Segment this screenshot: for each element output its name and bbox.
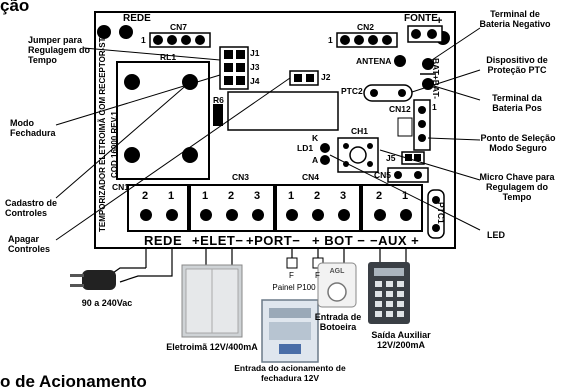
label-porteiro-f2: F <box>315 271 320 280</box>
label-r6: R6 <box>213 95 224 105</box>
label-ptc1: PTC1 <box>436 202 446 224</box>
mount-hole-tl1 <box>97 25 111 39</box>
callout-modo-seguro: Ponto de Seleção Modo Seguro <box>480 133 556 154</box>
pin-cn3-1: 1 <box>202 190 209 202</box>
label-cn4: CN4 <box>302 172 320 182</box>
label-a: A <box>312 155 319 165</box>
callout-bat-pos: Terminal da Bateria Pos <box>492 93 542 114</box>
label-porteiro-f1: F <box>289 271 294 280</box>
bus-aux: −AUX + <box>370 233 420 248</box>
section-heading-top: ção <box>0 0 30 15</box>
callout-bat-neg: Terminal de Bateria Negativo <box>479 9 551 30</box>
pin-cn3-2: 2 <box>228 190 235 202</box>
label-cn2: CN2 <box>357 22 375 32</box>
label-ptc2: PTC2 <box>341 86 363 96</box>
label-cn12-pin: 1 <box>432 102 437 112</box>
label-j5: J5 <box>386 153 396 163</box>
label-eletroima: Eletroimã 12V/400mA <box>166 342 258 352</box>
bus-rede: REDE <box>144 233 183 248</box>
label-rl1: RL1 <box>160 52 177 62</box>
label-power: 90 a 240Vac <box>81 298 133 308</box>
label-cn2-pin: 1 <box>328 35 333 45</box>
board-model-line2: COD 16000 REV.1 <box>110 111 119 178</box>
label-ld1: LD1 <box>297 143 314 153</box>
pin-cn3-3: 3 <box>254 190 261 202</box>
label-cn3: CN3 <box>232 172 250 182</box>
bus-port: +PORT− <box>246 233 301 248</box>
label-agl: AGL <box>329 268 345 275</box>
pin-cn5-2: 2 <box>376 190 383 202</box>
callout-ptc: Dispositivo de Proteção PTC <box>486 55 548 76</box>
botoeira-icon <box>317 262 357 308</box>
label-antena: ANTENA <box>356 56 392 66</box>
label-cn7: CN7 <box>170 22 188 32</box>
label-entrada-fechadura: Entrada do acionamento de fechadura 12V <box>234 363 346 383</box>
painel-p100-icon <box>261 299 319 363</box>
label-fonte-plus: + <box>436 15 443 27</box>
label-j3: J3 <box>250 62 260 72</box>
pin-cn1-1: 1 <box>168 190 175 202</box>
mount-hole-tl2 <box>119 25 133 39</box>
label-cn1: CN1 <box>112 182 130 192</box>
label-rede-top: REDE <box>123 13 151 24</box>
label-bat: BAT+BAT- <box>431 58 441 100</box>
label-painel: Painel P100 <box>272 283 316 292</box>
board-model-line1: TEMPORIZADOR ELETROIMÃ COM RECEPTOR-ST <box>98 37 107 232</box>
callout-jumper: Jumper para Regulagem do Tempo <box>28 35 91 66</box>
pin-cn5-1: 1 <box>402 190 409 202</box>
label-saida-auxiliar: Saída Auxiliar 12V/200mA <box>371 330 431 351</box>
eletroima-icon <box>181 264 243 338</box>
bus-bot: + BOT − <box>312 233 366 248</box>
label-j1: J1 <box>250 48 260 58</box>
label-cn7-pin: 1 <box>141 35 146 45</box>
callout-led: LED <box>487 230 505 240</box>
pin-cn1-2: 2 <box>142 190 149 202</box>
pin-cn4-3: 3 <box>340 190 347 202</box>
bus-elet: +ELET− <box>192 233 244 248</box>
label-k: K <box>312 133 319 143</box>
label-j2: J2 <box>321 72 331 82</box>
label-j4: J4 <box>250 76 260 86</box>
callout-apagar: Apagar Controles <box>8 234 51 255</box>
callout-micro-chave: Micro Chave para Regulagem do Tempo <box>479 172 555 203</box>
label-cn5: CN5 <box>374 170 392 180</box>
label-cn12: CN12 <box>389 104 411 114</box>
pin-cn4-1: 1 <box>288 190 295 202</box>
callout-modo-fechadura: Modo Fechadura <box>10 118 56 139</box>
power-plug-icon <box>70 270 116 290</box>
pin-cn4-2: 2 <box>314 190 321 202</box>
section-heading-bottom: o de Acionamento <box>0 372 147 391</box>
label-fonte: FONTE <box>404 13 438 24</box>
label-botoeira: Entrada de Botoeira <box>314 312 362 333</box>
saida-auxiliar-keypad-icon <box>368 262 410 324</box>
callout-cadastro: Cadastro de Controles <box>5 198 58 219</box>
label-ch1: CH1 <box>351 126 369 136</box>
